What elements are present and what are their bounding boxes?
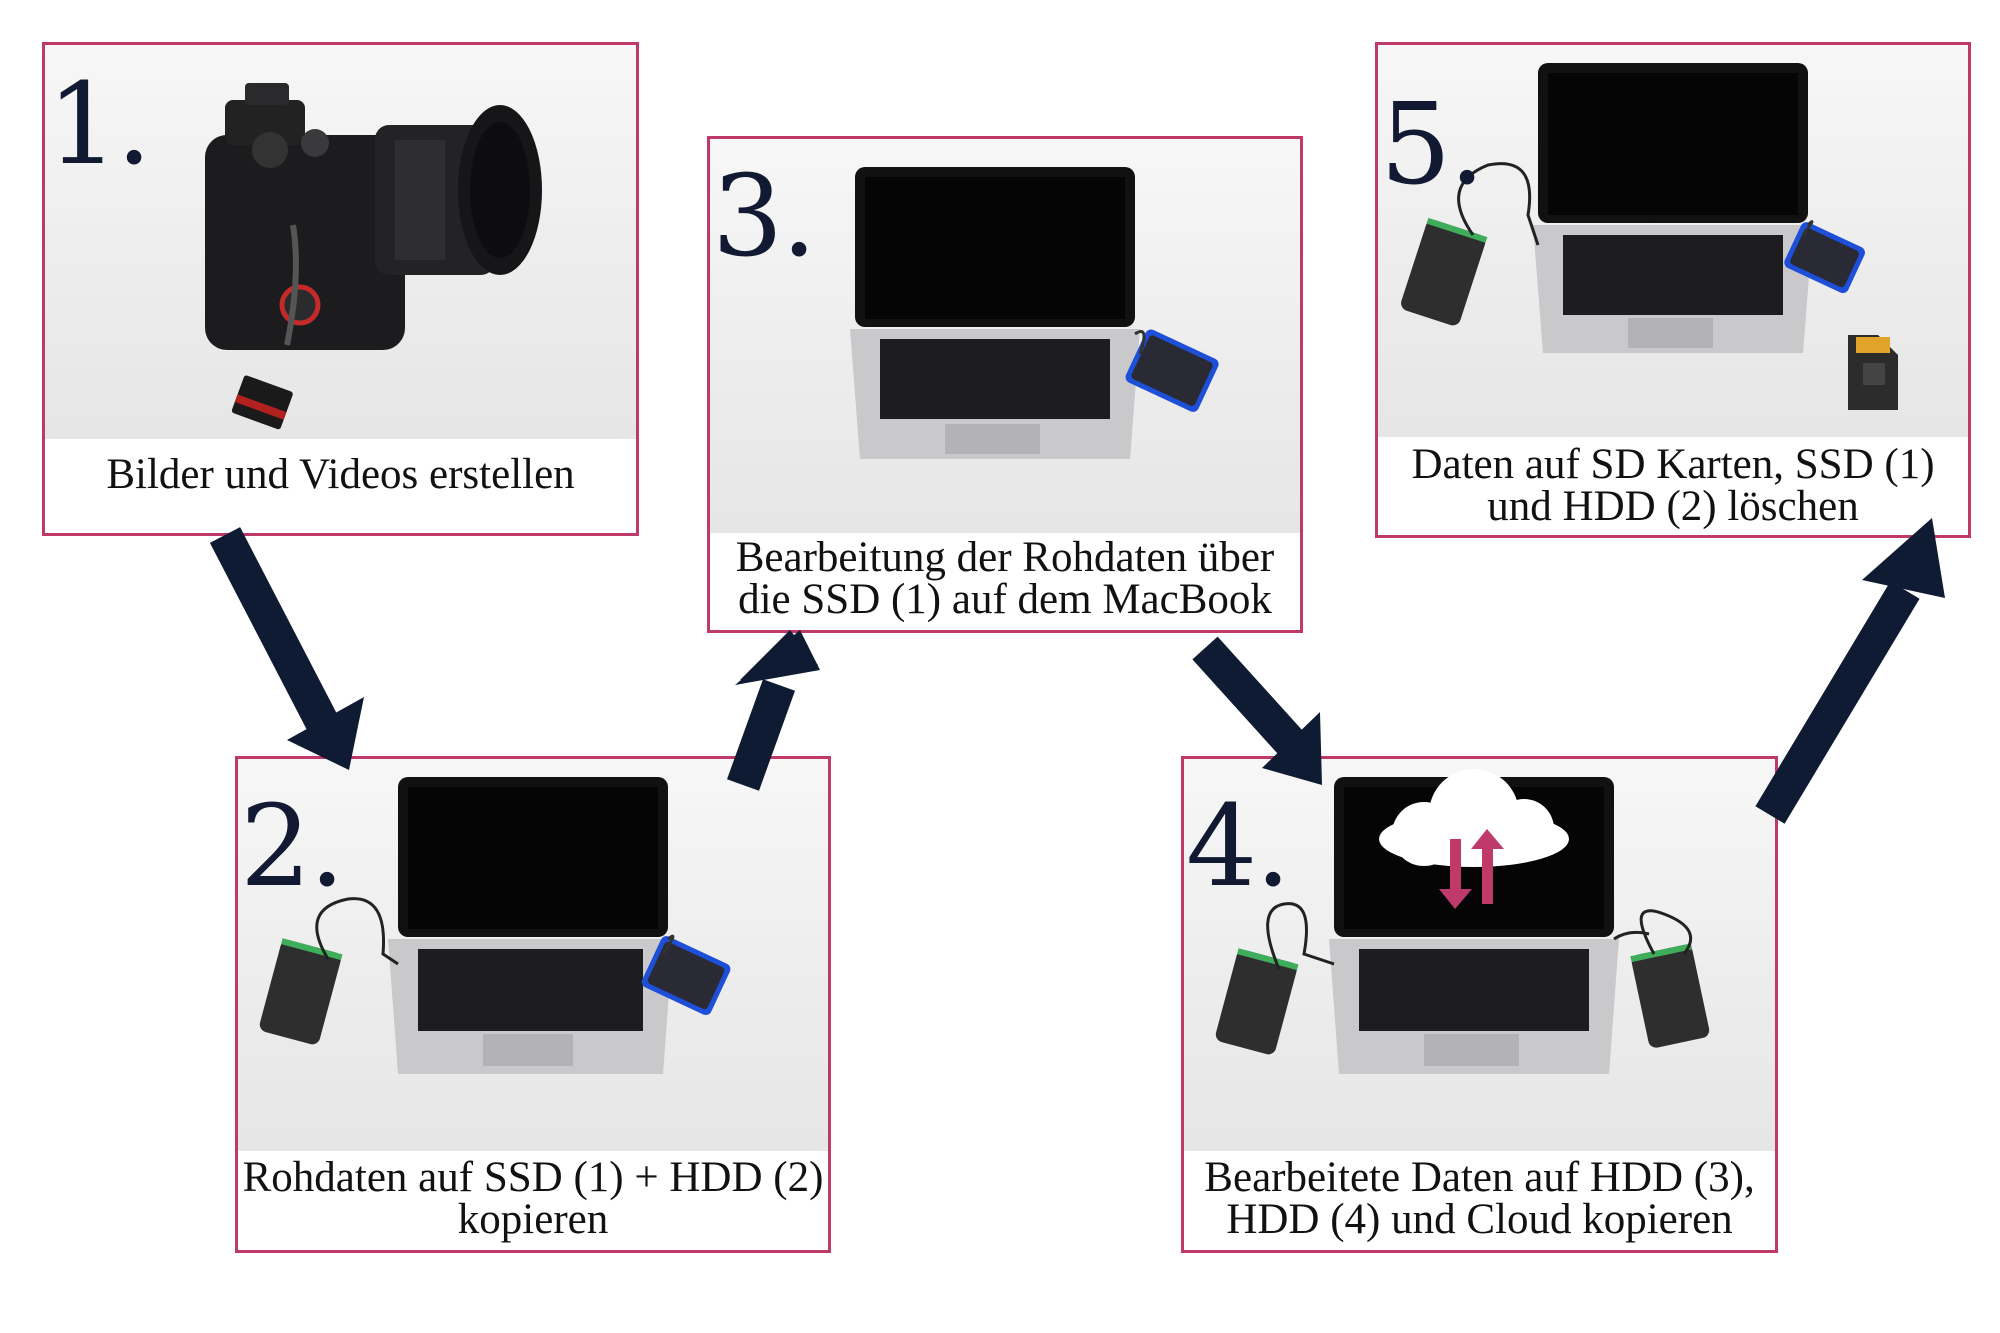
step-2-photo [238, 759, 828, 1151]
step-3-photo [710, 139, 1300, 533]
step-4-photo [1184, 759, 1775, 1151]
arrow-1-to-2 [209, 527, 364, 770]
cloud-icon [1379, 769, 1569, 867]
arrow-2-to-3 [727, 630, 820, 791]
laptop-hdd-ssd-sd-illustration [1401, 63, 1898, 410]
step-4-caption: Bearbeitete Daten auf HDD (3), HDD (4) u… [1184, 1154, 1775, 1243]
arrow-3-to-4 [1192, 636, 1322, 785]
step-5-card: 5. Daten auf SD Karten, SSD (1) und HDD … [1375, 42, 1971, 538]
step-5-number: 5. [1380, 80, 1485, 210]
caption-line: die SSD (1) auf dem MacBook [738, 576, 1272, 623]
hdd-icon [1401, 217, 1488, 326]
laptop-ssd-illustration [850, 167, 1219, 459]
sd-card-icon [231, 375, 293, 430]
step-3-caption: Bearbeitung der Rohdaten über die SSD (1… [710, 534, 1300, 623]
arrow-4-to-5 [1755, 518, 1945, 824]
step-5-photo [1378, 45, 1968, 437]
caption-line: und HDD (2) löschen [1487, 483, 1859, 530]
laptop-hdd-ssd-illustration [259, 777, 731, 1074]
ssd-icon [1784, 222, 1865, 294]
caption-line: Bearbeitung der Rohdaten über [735, 534, 1275, 581]
ssd-icon [1125, 329, 1219, 412]
step-5-caption: Daten auf SD Karten, SSD (1) und HDD (2)… [1378, 441, 1968, 530]
step-2-card: 2. Rohdaten auf SSD (1) + HDD (2) kopier… [235, 756, 831, 1253]
step-2-number: 2. [240, 782, 345, 912]
transfer-arrows-icon [1439, 829, 1504, 909]
camera-icon [205, 83, 542, 350]
laptop-icon [850, 167, 1140, 459]
step-1-caption: Bilder und Videos erstellen [45, 451, 636, 498]
caption-line: Daten auf SD Karten, SSD (1) [1411, 441, 1935, 488]
caption-line: HDD (4) und Cloud kopieren [1226, 1196, 1733, 1243]
step-1-card: 1. Bilder und Videos erstellen [42, 42, 639, 536]
caption-line: Rohdaten auf SSD (1) + HDD (2) [242, 1154, 824, 1201]
caption-line: Bilder und Videos erstellen [106, 451, 575, 498]
step-4-card: 4. Bearbeitete Daten auf HDD (3), HDD (4… [1181, 756, 1778, 1253]
laptop-icon [1533, 63, 1813, 353]
sd-card-icon [1848, 335, 1898, 410]
caption-line: Bearbeitete Daten auf HDD (3), [1204, 1154, 1755, 1201]
hdd-icon [1630, 943, 1710, 1048]
caption-line: kopieren [457, 1196, 609, 1243]
camera-illustration [205, 83, 542, 430]
laptop-hdds-cloud-illustration [1215, 769, 1710, 1074]
step-1-photo [45, 45, 636, 439]
step-4-number: 4. [1186, 782, 1291, 912]
step-2-caption: Rohdaten auf SSD (1) + HDD (2) kopieren [238, 1154, 828, 1243]
step-1-number: 1. [47, 60, 152, 190]
ssd-icon [641, 936, 731, 1016]
step-3-number: 3. [712, 152, 817, 282]
hdd-icon [1215, 948, 1299, 1055]
laptop-icon [388, 777, 673, 1074]
step-3-card: 3. Bearbeitung der Rohdaten über die SSD… [707, 136, 1303, 633]
